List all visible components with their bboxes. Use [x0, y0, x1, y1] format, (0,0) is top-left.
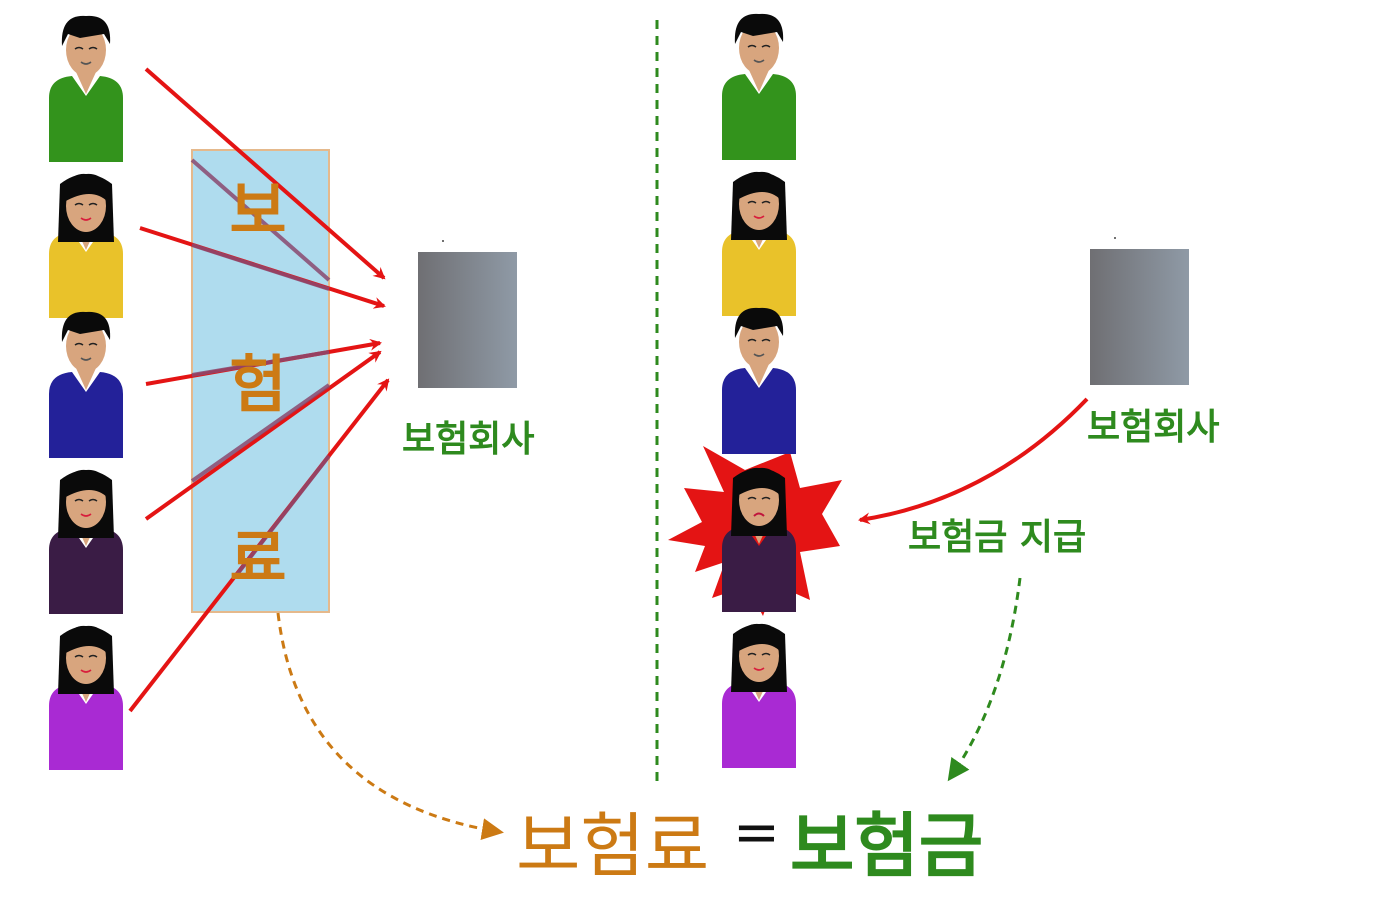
right-person-5-icon	[722, 623, 796, 768]
payout-label: 보험금 지급	[908, 517, 1087, 558]
right-building-icon	[1090, 237, 1189, 385]
right-people-group	[722, 13, 796, 768]
premium-arrow-1	[144, 67, 386, 280]
equation-premium: 보험료	[516, 805, 710, 887]
left-person-3-icon	[49, 311, 123, 458]
premium-to-equation-arrow	[276, 612, 504, 841]
left-building-icon	[418, 240, 517, 388]
premium-char-2: 험	[229, 348, 287, 421]
premium-char-3: 료	[229, 522, 287, 595]
payout-arrow	[858, 397, 1089, 525]
left-people-group	[49, 15, 123, 770]
premium-arrow-4	[144, 350, 382, 521]
payout-to-equation-arrow	[947, 577, 1022, 782]
equation-payout: 보험금	[790, 805, 984, 887]
left-person-1-icon	[49, 15, 123, 162]
right-person-3-icon	[722, 307, 796, 454]
premium-char-1: 보	[229, 174, 287, 247]
left-person-4-icon	[49, 469, 123, 614]
premium-panel	[191, 149, 330, 613]
right-person-1-icon	[722, 13, 796, 160]
right-company-label: 보험회사	[1087, 407, 1220, 448]
right-person-2-icon	[722, 171, 796, 316]
left-company-label: 보험회사	[402, 419, 535, 460]
equation-sign: =	[733, 800, 780, 865]
left-person-5-icon	[49, 625, 123, 770]
left-person-2-icon	[49, 173, 123, 318]
premium-arrow-overlap	[190, 158, 331, 579]
right-person-4-icon	[722, 467, 796, 612]
